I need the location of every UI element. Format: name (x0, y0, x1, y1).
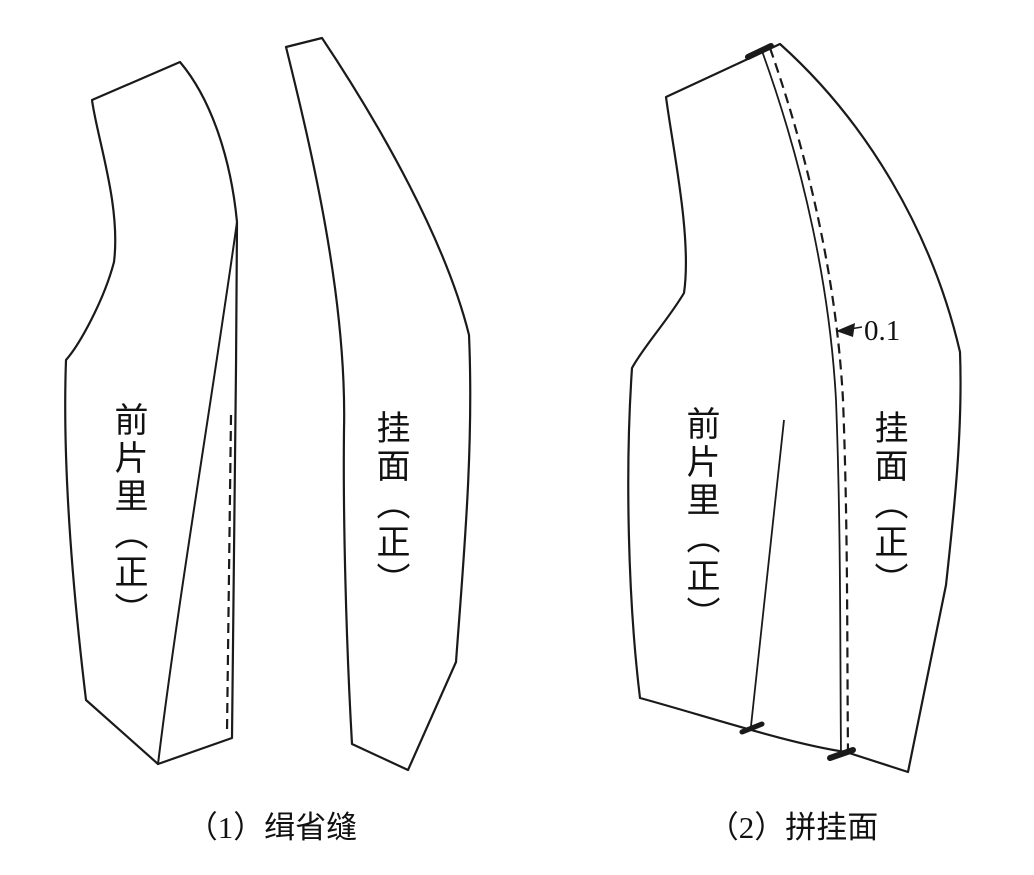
fig1-lining-label: 前片里（正） (109, 402, 146, 630)
fig2-bottom-seam-tick (827, 747, 856, 761)
seam-allowance-annotation: 0.1 (864, 315, 900, 347)
fig2-facing-label: 挂面（正） (869, 410, 906, 600)
fig2-lining-label: 前片里（正） (681, 406, 718, 634)
fig2-dart-end-tick (739, 721, 765, 735)
annotation-arrowhead-icon (836, 323, 855, 337)
fig1-dart-stitch-dashed-line (225, 414, 233, 733)
fig1-dart-fold-line (157, 221, 238, 765)
fig2-dart-line (750, 419, 785, 727)
fig2-top-seam-tick (745, 43, 774, 60)
fig2-combined-outline (627, 42, 962, 774)
fig2-join-seam-line (761, 50, 842, 754)
fig1-lining-outline (64, 60, 239, 766)
fig2-caption: （2）拼挂面 (707, 810, 879, 845)
fig2-topstitch-dashed-line (768, 47, 850, 754)
fig1-facing-label: 挂面（正） (371, 410, 408, 600)
fig1-caption: （1）缉省缝 (186, 810, 358, 845)
fig1-facing-outline (284, 36, 472, 772)
